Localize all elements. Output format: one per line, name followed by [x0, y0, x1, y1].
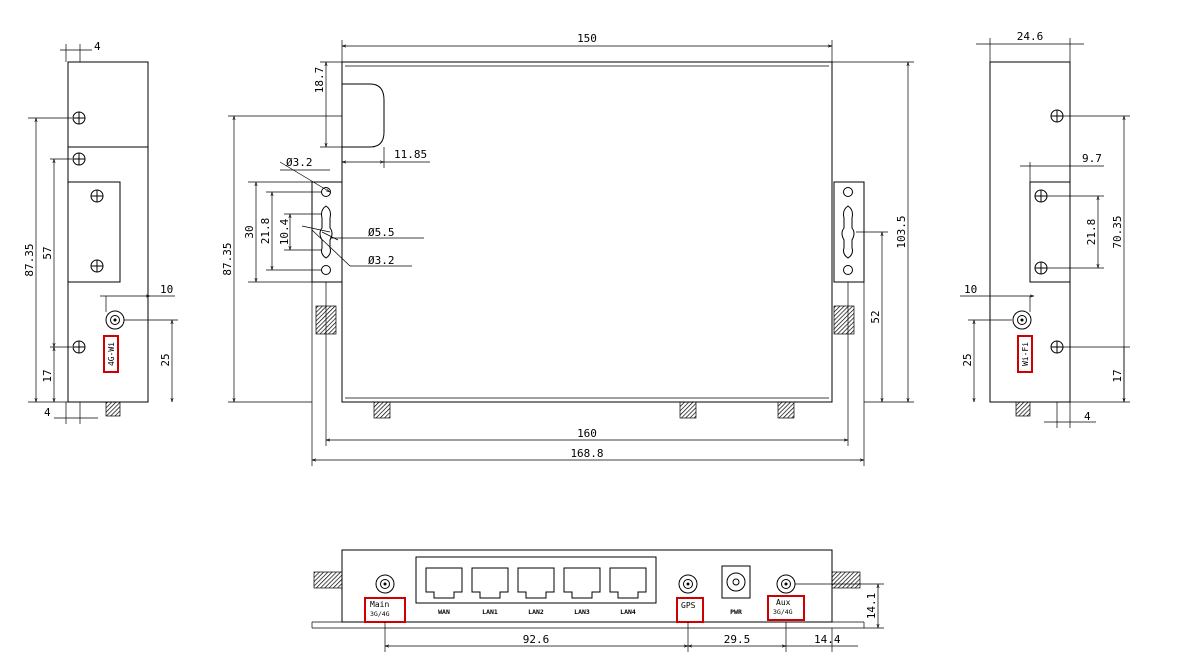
bottom-connector-icon [679, 401, 697, 419]
dim-left-top-offset: 4 [94, 40, 101, 53]
dim-left-connector-height: 25 [159, 353, 172, 366]
ethernet-port-lan1: LAN1 [471, 567, 509, 616]
port-block [415, 556, 657, 604]
left-connector-hatch [313, 571, 343, 589]
dim-left-bottom-offset: 4 [44, 406, 51, 419]
left-antenna-highlight [103, 335, 119, 373]
pwr-label: PWR [730, 608, 742, 616]
dim-right-hole-spacing: 21.8 [1085, 219, 1098, 246]
right-flange [1029, 181, 1071, 283]
right-connector-hatch [831, 571, 861, 589]
mount-slot-right [841, 205, 855, 259]
right-antenna-highlight [1017, 335, 1033, 373]
screw-icon [72, 152, 86, 166]
dim-bottom-aux-edge: 14.4 [814, 633, 841, 646]
dim-right-bottom-hole: 17 [1111, 369, 1124, 382]
port-label-lan4: LAN4 [620, 608, 636, 616]
aux-label: Aux [776, 598, 791, 607]
dim-left-connector-offset: 10 [160, 283, 173, 296]
left-flange [67, 181, 121, 283]
dim-front-slot-large: Ø5.5 [368, 226, 395, 239]
screw-icon [90, 259, 104, 273]
ethernet-port-lan3: LAN3 [563, 567, 601, 616]
dim-right-connector-offset: 10 [964, 283, 977, 296]
dim-right-height: 70.35 [1111, 215, 1124, 248]
bottom-connector-icon [777, 401, 795, 419]
screw-icon [1034, 189, 1048, 203]
gps-highlight [676, 597, 704, 623]
right-side-view: Wi-Fi 24.6 9.7 21.8 70.35 10 25 17 4 [960, 30, 1130, 428]
left-antenna-label: 4G-Wi [107, 342, 116, 366]
left-mount-flange [311, 181, 343, 283]
dim-front-top-notch: 18.7 [313, 67, 326, 94]
dim-front-overall-width: 168.8 [570, 447, 603, 460]
dim-bottom-main-gps: 92.6 [523, 633, 550, 646]
dim-front-mount-height: 52 [869, 310, 882, 323]
screw-icon [1050, 340, 1064, 354]
bottom-connector-icon [1015, 401, 1031, 417]
ethernet-port-wan: WAN [425, 567, 463, 616]
screw-icon [1034, 261, 1048, 275]
dim-right-width: 24.6 [1017, 30, 1044, 43]
dim-front-slot-inner: 10.4 [278, 218, 291, 245]
dim-front-slot-span: 21.8 [259, 218, 272, 245]
dim-front-hole-top: Ø3.2 [286, 156, 313, 169]
dim-front-hole-bottom: Ø3.2 [368, 254, 395, 267]
port-label-wan: WAN [438, 608, 450, 616]
main-antenna-connector [375, 574, 395, 594]
top-notch [342, 83, 385, 148]
bottom-connector-icon [105, 401, 121, 417]
dim-left-height-total: 87.35 [23, 243, 36, 276]
screw-icon [72, 111, 86, 125]
mount-slot-left [319, 205, 333, 259]
bottom-connector-icon [373, 401, 391, 419]
port-label-lan3: LAN3 [574, 608, 590, 616]
power-jack-icon [721, 565, 751, 599]
dim-right-bottom-offset: 4 [1084, 410, 1091, 423]
dim-front-height-right: 103.5 [895, 215, 908, 248]
screw-icon [72, 340, 86, 354]
main-label: Main [370, 600, 389, 609]
bottom-view: Main 3G/4G WAN LAN1 LAN2 LAN3 LAN4 GPS [311, 549, 884, 652]
gps-label: GPS [681, 601, 696, 610]
dim-front-flange-height: 30 [243, 225, 256, 238]
main-sub-label: 3G/4G [370, 610, 390, 618]
right-connector-hatch [833, 305, 855, 335]
dim-bottom-height: 14.1 [865, 593, 878, 620]
dim-front-notch-depth: 11.85 [394, 148, 427, 161]
screw-icon [1050, 109, 1064, 123]
dim-bottom-gps-aux: 29.5 [724, 633, 751, 646]
dim-front-mount-spacing: 160 [577, 427, 597, 440]
aux-sub-label: 3G/4G [773, 608, 793, 616]
right-antenna-label: Wi-Fi [1021, 342, 1030, 366]
front-view: 150 18.7 11.85 30 21.8 10.4 Ø3.2 Ø5.5 Ø3… [221, 32, 914, 466]
dim-right-connector-height: 25 [961, 353, 974, 366]
antenna-connector-icon [105, 310, 125, 330]
front-body-outline [341, 61, 833, 403]
screw-icon [90, 189, 104, 203]
dim-left-bottom-hole: 17 [41, 369, 54, 382]
dim-right-flange-offset: 9.7 [1082, 152, 1102, 165]
port-label-lan1: LAN1 [482, 608, 498, 616]
left-side-view: 4G-Wi 4 87.35 57 17 10 25 4 [23, 40, 178, 424]
aux-antenna-connector [776, 574, 796, 594]
dim-front-body-width: 150 [577, 32, 597, 45]
aux-highlight [767, 595, 805, 621]
dim-front-height-left: 87.35 [221, 242, 234, 275]
ethernet-port-lan4: LAN4 [609, 567, 647, 616]
port-label-lan2: LAN2 [528, 608, 544, 616]
ethernet-port-lan2: LAN2 [517, 567, 555, 616]
gps-antenna-connector [678, 574, 698, 594]
antenna-connector-icon [1012, 310, 1032, 330]
dim-left-hole-spacing: 57 [41, 246, 54, 259]
